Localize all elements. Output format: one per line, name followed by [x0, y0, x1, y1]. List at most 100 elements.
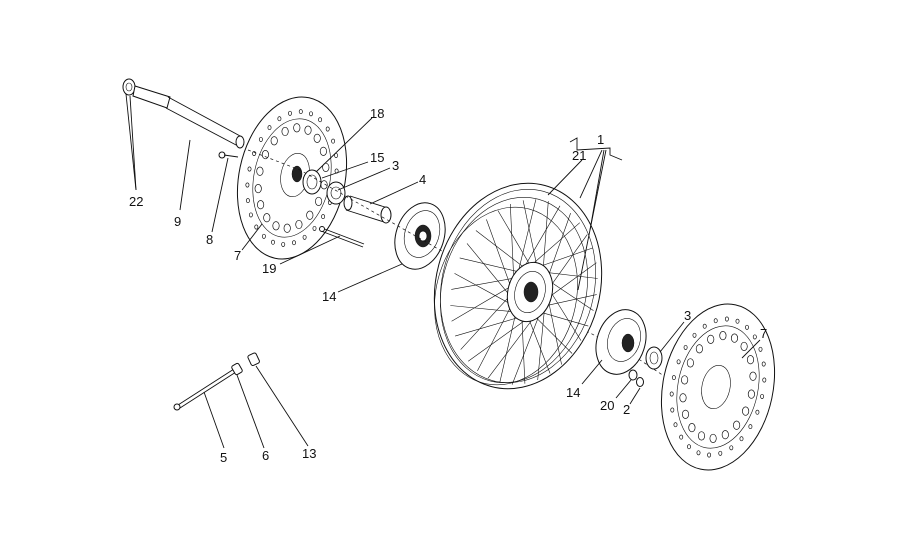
disc-hole	[748, 424, 753, 430]
disc-hole	[319, 146, 327, 156]
disc-hole	[679, 434, 684, 440]
disc-hole	[254, 224, 259, 230]
disc-hole	[679, 393, 687, 403]
disc-hole	[306, 210, 314, 220]
wheel-spoke	[537, 311, 589, 327]
part-14-hub-cover-upper	[394, 202, 446, 270]
callout-20: 20	[600, 398, 614, 413]
disc-hole	[292, 240, 296, 246]
disc-hole	[718, 450, 723, 456]
disc-hole	[270, 136, 278, 146]
disc-hole	[271, 239, 275, 245]
disc-hole	[724, 316, 729, 322]
disc-hole	[331, 138, 336, 144]
disc-hole	[263, 213, 271, 223]
disc-hole	[304, 125, 312, 135]
disc-hole	[248, 212, 253, 218]
callout-5: 5	[220, 450, 227, 465]
disc-hole	[758, 346, 763, 352]
callout-1: 1	[597, 132, 604, 147]
disc-hole	[760, 393, 765, 399]
callout-19: 19	[262, 261, 276, 276]
disc-hole	[267, 125, 272, 131]
disc-hole	[245, 198, 250, 204]
disc-hole	[713, 318, 718, 324]
disc-hole	[322, 162, 330, 172]
disc-hole	[707, 452, 712, 458]
disc-hole	[318, 117, 323, 123]
part-2-nut	[636, 377, 644, 387]
disc-hole	[709, 433, 717, 443]
disc-hole	[321, 214, 326, 220]
disc-hole	[687, 444, 691, 450]
callout-9: 9	[174, 214, 181, 229]
part-14-hub-flange-lower	[595, 309, 647, 375]
disc-hole	[272, 221, 280, 231]
disc-hole	[256, 166, 264, 176]
disc-hole	[733, 420, 741, 430]
callout-7-right: 7	[760, 326, 767, 341]
callout-7-left: 7	[234, 248, 241, 263]
disc-hole	[277, 116, 282, 122]
disc-hole	[692, 332, 697, 338]
disc-hole	[721, 430, 729, 440]
part-3-bearing-right	[645, 346, 663, 370]
disc-hole	[245, 182, 250, 188]
disc-hole	[281, 126, 289, 137]
part-5-screw	[173, 368, 237, 411]
disc-hole	[749, 371, 757, 381]
wheel-spoke	[497, 210, 534, 271]
wheel-spoke	[532, 313, 573, 354]
wheel-spoke	[451, 283, 516, 322]
wheel-spoke	[526, 313, 551, 374]
callout-8: 8	[206, 232, 213, 247]
wheel-spoke	[515, 199, 537, 282]
disc-hole	[745, 324, 749, 330]
disc-hole	[670, 407, 675, 413]
disc-hole	[293, 123, 301, 133]
part-19-pin	[319, 226, 365, 248]
callout-21: 21	[572, 148, 586, 163]
part-7-brake-disc-left	[236, 96, 348, 260]
disc-hole	[696, 450, 701, 456]
disc-hole	[257, 200, 265, 210]
disc-hole	[697, 431, 706, 441]
disc-hole	[730, 333, 739, 343]
disc-hole	[325, 126, 330, 132]
callout-13: 13	[302, 446, 316, 461]
callout-6: 6	[262, 448, 269, 463]
disc-hole	[288, 110, 292, 116]
disc-hole	[739, 436, 744, 442]
callout-14-upper: 14	[322, 289, 336, 304]
leader-lines	[125, 93, 761, 449]
disc-hole	[742, 406, 750, 416]
disc-hole	[740, 341, 748, 351]
part-15-seal	[326, 181, 346, 205]
disc-hole	[254, 184, 262, 194]
wheel-spoke	[459, 257, 523, 273]
part-13-plug	[247, 352, 260, 366]
callout-15: 15	[370, 150, 384, 165]
disc-hole	[686, 358, 694, 368]
disc-hole	[755, 409, 760, 415]
disc-hole	[258, 136, 263, 142]
disc-hole	[302, 234, 307, 240]
wheel-spoke	[544, 262, 597, 301]
disc-hole	[673, 422, 678, 428]
disc-hole	[261, 150, 269, 160]
part-21-spoked-wheel	[433, 182, 603, 390]
disc-hole	[334, 152, 339, 158]
disc-hole	[309, 111, 313, 117]
part-20-washer	[628, 369, 638, 381]
disc-hole	[747, 389, 755, 399]
callout-14-lower: 14	[566, 385, 580, 400]
disc-hole	[315, 196, 323, 206]
disc-hole	[688, 423, 696, 433]
disc-hole	[729, 445, 734, 451]
disc-hole	[671, 375, 676, 381]
wheel-spoke	[475, 230, 528, 271]
disc-hole	[669, 391, 674, 397]
disc-hole	[761, 361, 766, 367]
